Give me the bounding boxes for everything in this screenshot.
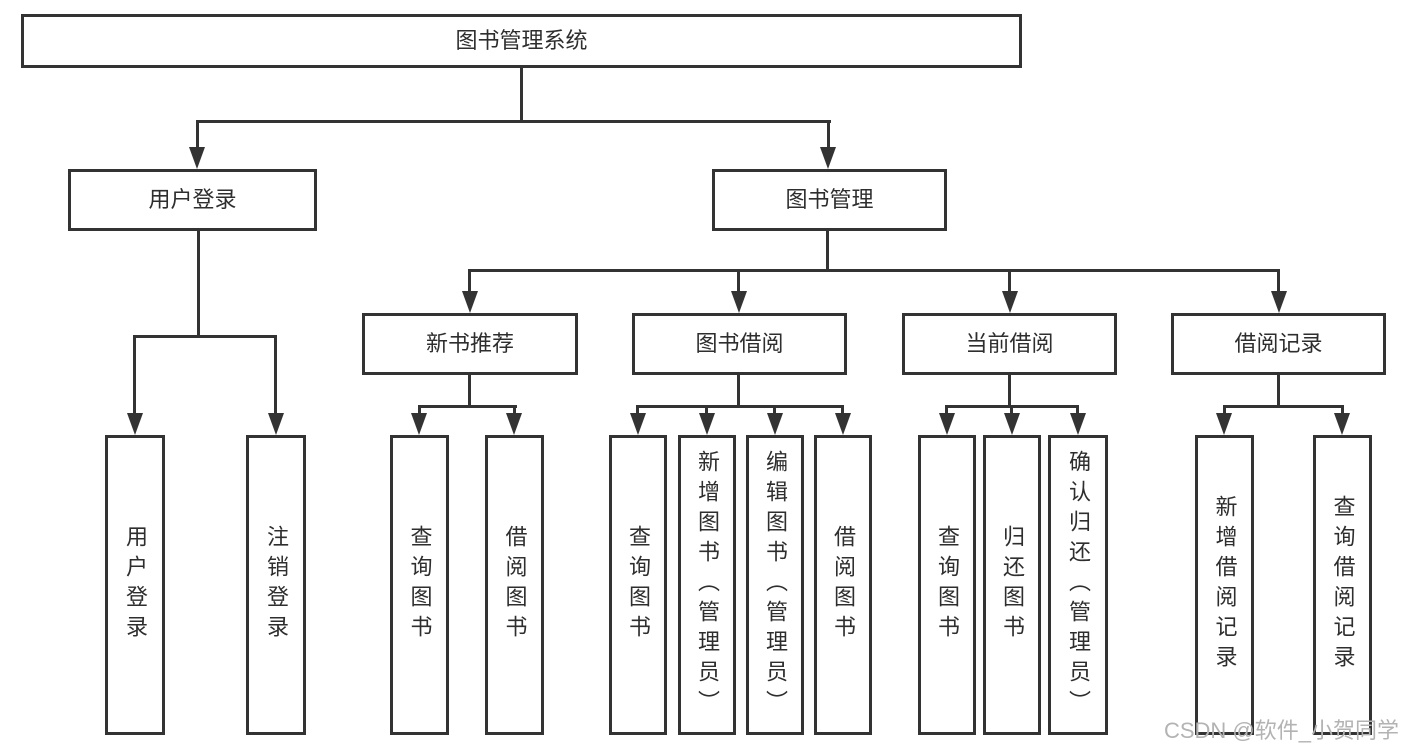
arrow-down-icon — [699, 413, 715, 435]
leaf-confirm-return-admin: 确认归还（管理员） — [1048, 435, 1108, 735]
leaf-label: 注销登录 — [264, 525, 289, 645]
node-library-management-system: 图书管理系统 — [21, 14, 1022, 68]
connector-line — [468, 375, 471, 408]
arrow-down-icon — [767, 413, 783, 435]
leaf-label: 编辑图书（管理员） — [763, 450, 788, 720]
csdn-watermark: CSDN @软件_小贺同学 — [1163, 718, 1399, 743]
connector-line — [520, 68, 523, 123]
connector-line — [1076, 405, 1079, 416]
leaf-add-books-admin: 新增图书（管理员） — [678, 435, 736, 735]
connector-line — [636, 405, 639, 416]
leaf-recommend-borrow-books: 借阅图书 — [485, 435, 544, 735]
node-book-management: 图书管理 — [712, 169, 947, 231]
node-label: 图书管理系统 — [455, 28, 588, 53]
node-label: 新书推荐 — [425, 331, 514, 356]
leaf-logout: 注销登录 — [246, 435, 306, 735]
arrow-down-icon — [939, 413, 955, 435]
leaf-label: 查询借阅记录 — [1330, 495, 1356, 675]
leaf-label: 新增图书（管理员） — [695, 450, 720, 720]
leaf-borrow-books: 借阅图书 — [814, 435, 872, 735]
arrow-down-icon — [127, 413, 143, 435]
connector-line — [636, 405, 844, 408]
arrow-down-icon — [1002, 291, 1018, 313]
connector-line — [418, 405, 421, 416]
connector-line — [133, 335, 136, 415]
connector-line — [196, 120, 831, 123]
connector-line — [827, 120, 830, 150]
arrow-down-icon — [835, 413, 851, 435]
node-user-login: 用户登录 — [68, 169, 317, 231]
connector-line — [468, 269, 1280, 272]
connector-line — [1277, 375, 1280, 408]
connector-line — [737, 269, 740, 294]
arrow-down-icon — [462, 291, 478, 313]
node-label: 图书借阅 — [695, 331, 784, 356]
node-new-book-recommendation: 新书推荐 — [362, 313, 578, 375]
leaf-label: 用户登录 — [123, 525, 148, 645]
connector-line — [1010, 405, 1013, 416]
connector-line — [1223, 405, 1226, 416]
leaf-borrowing-query-books: 查询图书 — [609, 435, 667, 735]
node-book-borrowing: 图书借阅 — [632, 313, 847, 375]
arrow-down-icon — [820, 147, 836, 169]
node-borrowing-records: 借阅记录 — [1171, 313, 1386, 375]
connector-line — [197, 231, 200, 338]
connector-line — [133, 335, 277, 338]
leaf-label: 查询图书 — [935, 525, 960, 645]
connector-line — [1008, 269, 1011, 294]
connector-line — [1008, 375, 1011, 408]
leaf-label: 查询图书 — [407, 525, 433, 645]
leaf-edit-books-admin: 编辑图书（管理员） — [746, 435, 804, 735]
arrow-down-icon — [1070, 413, 1086, 435]
connector-line — [1277, 269, 1280, 294]
connector-line — [468, 269, 471, 294]
connector-line — [274, 335, 277, 415]
node-current-borrowing: 当前借阅 — [902, 313, 1117, 375]
connector-line — [418, 405, 517, 408]
arrow-down-icon — [506, 413, 522, 435]
connector-line — [773, 405, 776, 416]
leaf-query-borrow-record: 查询借阅记录 — [1313, 435, 1372, 735]
leaf-label: 新增借阅记录 — [1212, 495, 1238, 675]
connector-line — [841, 405, 844, 416]
leaf-add-borrow-record: 新增借阅记录 — [1195, 435, 1254, 735]
connector-line — [737, 375, 740, 408]
arrow-down-icon — [268, 413, 284, 435]
arrow-down-icon — [1271, 291, 1287, 313]
connector-line — [945, 405, 948, 416]
connector-line — [196, 120, 199, 150]
leaf-current-query-books: 查询图书 — [918, 435, 976, 735]
connector-line — [1223, 405, 1344, 408]
leaf-user-login: 用户登录 — [105, 435, 165, 735]
connector-line — [826, 231, 829, 272]
leaf-label: 借阅图书 — [502, 525, 528, 645]
arrow-down-icon — [189, 147, 205, 169]
connector-line — [1341, 405, 1344, 416]
arrow-down-icon — [1216, 413, 1232, 435]
node-label: 当前借阅 — [965, 331, 1054, 356]
arrow-down-icon — [1334, 413, 1350, 435]
leaf-label: 借阅图书 — [831, 525, 856, 645]
leaf-label: 查询图书 — [626, 525, 651, 645]
connector-line — [705, 405, 708, 416]
arrow-down-icon — [1004, 413, 1020, 435]
node-label: 图书管理 — [785, 187, 874, 212]
leaf-return-books: 归还图书 — [983, 435, 1041, 735]
arrow-down-icon — [630, 413, 646, 435]
arrow-down-icon — [731, 291, 747, 313]
connector-line — [513, 405, 516, 416]
leaf-label: 确认归还（管理员） — [1066, 450, 1091, 720]
leaf-label: 归还图书 — [1000, 525, 1025, 645]
node-label: 借阅记录 — [1234, 331, 1323, 356]
arrow-down-icon — [411, 413, 427, 435]
node-label: 用户登录 — [148, 187, 237, 212]
leaf-recommend-query-books: 查询图书 — [390, 435, 449, 735]
